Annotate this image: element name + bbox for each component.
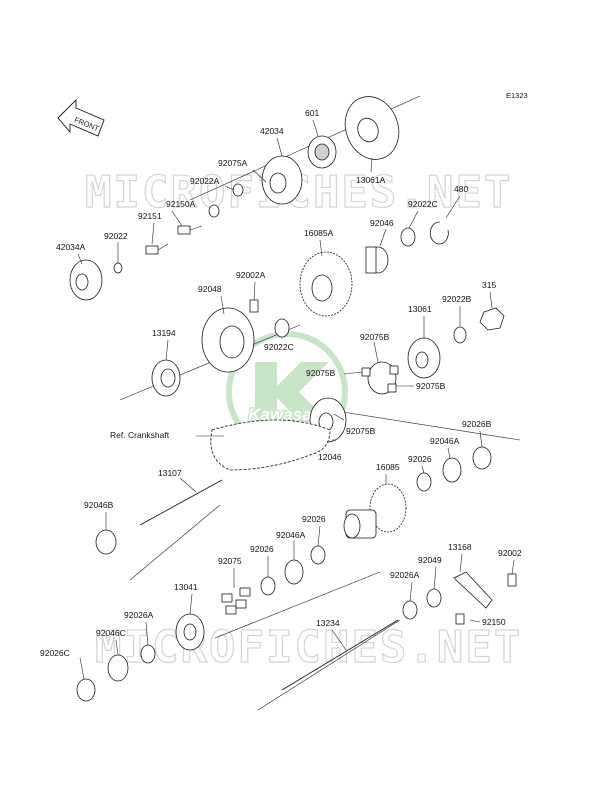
label-601: 601 bbox=[305, 108, 319, 118]
label-92075B-b: 92075B bbox=[306, 368, 336, 378]
part-92022C-ring-b bbox=[274, 318, 290, 338]
label-92022: 92022 bbox=[104, 231, 128, 241]
label-92075: 92075 bbox=[218, 556, 242, 566]
label-92026-a: 92026 bbox=[408, 454, 432, 464]
part-92049-seal bbox=[426, 588, 442, 608]
parts-drawings bbox=[69, 96, 517, 702]
front-arrow-icon: FRONT bbox=[57, 98, 105, 137]
part-13061-hub bbox=[407, 337, 441, 379]
part-13107-shaft bbox=[139, 479, 223, 526]
label-92026-b: 92026 bbox=[302, 514, 326, 524]
label-92151: 92151 bbox=[138, 211, 162, 221]
label-92049: 92049 bbox=[418, 555, 442, 565]
part-chain bbox=[210, 419, 331, 471]
label-92046C: 92046C bbox=[96, 628, 126, 638]
part-92150-bolt bbox=[455, 613, 465, 625]
label-92150: 92150 bbox=[482, 617, 506, 627]
part-13168-lever bbox=[453, 571, 493, 609]
part-42034-assembly bbox=[261, 155, 303, 205]
part-92026B-washer bbox=[472, 446, 492, 470]
part-92026A-ring-a bbox=[402, 600, 418, 620]
part-315-nut bbox=[479, 307, 505, 331]
part-92002A-bolt bbox=[249, 299, 259, 313]
label-92046-a: 92046 bbox=[370, 218, 394, 228]
part-washer-small bbox=[208, 204, 220, 218]
part-16085-gear bbox=[343, 483, 407, 539]
part-92026C-washer bbox=[76, 678, 96, 702]
part-92022-washer bbox=[113, 262, 123, 274]
watermark-layer: MICROFICHES.NET MICROFICHES.NET Kawasaki bbox=[84, 166, 522, 673]
label-ref-crankshaft: Ref. Crankshaft bbox=[110, 430, 170, 440]
label-42034: 42034 bbox=[260, 126, 284, 136]
part-92022B-ring bbox=[453, 326, 467, 344]
label-92046A-a: 92046A bbox=[430, 436, 460, 446]
part-16085A-gear bbox=[299, 251, 353, 317]
label-92026B: 92026B bbox=[462, 419, 492, 429]
label-13061: 13061 bbox=[408, 304, 432, 314]
leader-lines bbox=[77, 119, 515, 680]
part-13234-shaft bbox=[281, 619, 399, 691]
part-92026-ring-b bbox=[310, 545, 326, 565]
part-92046-needle-bearing bbox=[365, 246, 389, 274]
label-92026C: 92026C bbox=[40, 648, 70, 658]
part-92075B-dampers bbox=[361, 361, 399, 395]
part-92002-bolt bbox=[507, 573, 517, 587]
label-92022C-b: 92022C bbox=[264, 342, 294, 352]
watermark-text-bottom: MICROFICHES.NET bbox=[95, 622, 522, 673]
part-92026-ring-c bbox=[260, 576, 276, 596]
part-92048-plate bbox=[201, 307, 255, 373]
part-92026A-ring-b bbox=[140, 644, 156, 664]
part-92046B-bearing bbox=[95, 529, 117, 555]
label-16085A: 16085A bbox=[304, 228, 334, 238]
part-13041-hub bbox=[175, 613, 205, 651]
label-92075B-c: 92075B bbox=[416, 381, 446, 391]
part-92046C-bearing bbox=[107, 654, 129, 682]
label-13041: 13041 bbox=[174, 582, 198, 592]
label-92002: 92002 bbox=[498, 548, 522, 558]
part-601-bearing bbox=[307, 135, 337, 169]
label-13234: 13234 bbox=[316, 618, 340, 628]
label-480: 480 bbox=[454, 184, 468, 194]
label-92002A: 92002A bbox=[236, 270, 266, 280]
label-12046: 12046 bbox=[318, 452, 342, 462]
label-13107: 13107 bbox=[158, 468, 182, 478]
part-92026-ring-a bbox=[416, 472, 432, 492]
label-13168: 13168 bbox=[448, 542, 472, 552]
label-92026A-a: 92026A bbox=[390, 570, 420, 580]
label-92075B-d: 92075B bbox=[346, 426, 376, 436]
part-labels: 42034 601 13061A 92075A 92022A 480 92022… bbox=[40, 108, 522, 658]
label-13194: 13194 bbox=[152, 328, 176, 338]
diagram-code: E1323 bbox=[506, 91, 528, 100]
label-92046B: 92046B bbox=[84, 500, 114, 510]
label-92150A: 92150A bbox=[166, 199, 196, 209]
label-13061A: 13061A bbox=[356, 175, 386, 185]
part-92075-dampers bbox=[221, 587, 251, 615]
label-92026A-b: 92026A bbox=[124, 610, 154, 620]
label-42034A: 42034A bbox=[56, 242, 86, 252]
label-16085: 16085 bbox=[376, 462, 400, 472]
label-315: 315 bbox=[482, 280, 496, 290]
label-92046A-b: 92046A bbox=[276, 530, 306, 540]
label-92026-c: 92026 bbox=[250, 544, 274, 554]
part-92046A-bearing-b bbox=[284, 559, 304, 585]
label-92022C-a: 92022C bbox=[408, 199, 438, 209]
part-13061A-hub bbox=[344, 96, 400, 160]
part-92151-bolt bbox=[145, 243, 169, 255]
label-92075A: 92075A bbox=[218, 158, 248, 168]
label-92022A: 92022A bbox=[190, 176, 220, 186]
part-92022A-washer bbox=[232, 183, 244, 197]
label-92048: 92048 bbox=[198, 284, 222, 294]
label-92075B-a: 92075B bbox=[360, 332, 390, 342]
part-13194-seal bbox=[151, 359, 181, 397]
part-92022C-ring-a bbox=[400, 227, 416, 247]
part-92046A-bearing-a bbox=[442, 457, 462, 483]
part-480-circlip bbox=[429, 221, 449, 245]
part-92150A-bolt bbox=[177, 225, 203, 235]
part-42034A-cam bbox=[69, 259, 103, 301]
label-92022B: 92022B bbox=[442, 294, 472, 304]
